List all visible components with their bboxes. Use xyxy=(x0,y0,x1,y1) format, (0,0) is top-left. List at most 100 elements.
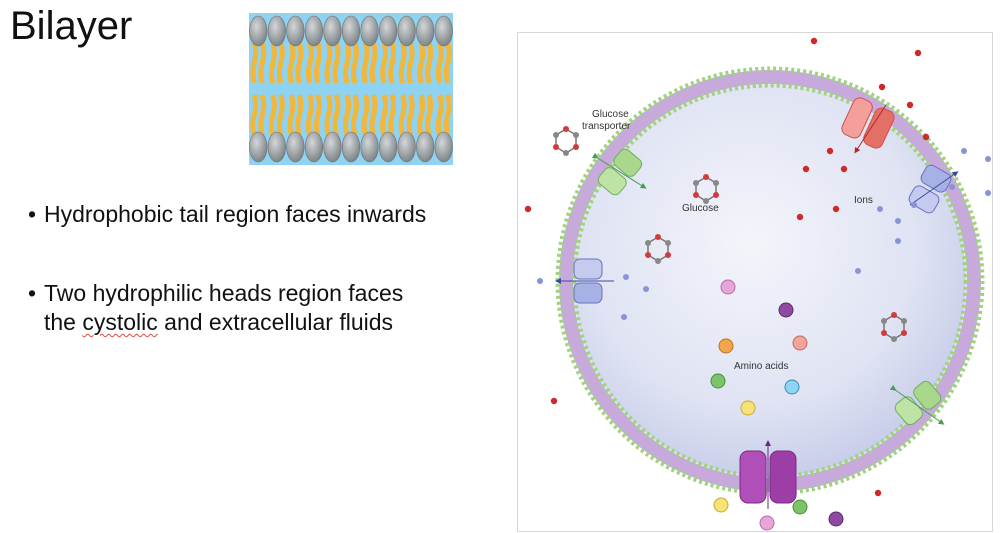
hydrophilic-heads xyxy=(249,15,453,163)
lipid-head xyxy=(304,131,323,163)
bullet-list: Hydrophobic tail region faces inwards Tw… xyxy=(28,200,508,337)
lipid-tail xyxy=(406,42,415,84)
misspelled-word: cystolic xyxy=(82,309,158,335)
bullet-text-line2-start: the xyxy=(44,309,83,335)
cell-svg: Glucose transporter Glucose Ions Amino a… xyxy=(524,37,991,531)
lipid-head xyxy=(304,15,323,47)
ions xyxy=(524,37,991,497)
ion xyxy=(949,184,955,190)
lipid-tail xyxy=(287,94,296,136)
ion xyxy=(877,206,883,212)
ion xyxy=(621,314,627,320)
label-glucose: Glucose xyxy=(682,203,719,214)
ion xyxy=(796,213,804,221)
transport-arrow xyxy=(909,171,959,206)
glucose-atom xyxy=(655,258,661,264)
lipid-tail xyxy=(324,94,333,136)
glucose-atom xyxy=(891,312,897,318)
ion xyxy=(874,489,882,497)
bullet-text-line2-end: and extracellular fluids xyxy=(157,309,394,335)
lipid-head xyxy=(286,15,305,47)
label-ions: Ions xyxy=(854,195,873,206)
glucose-atom xyxy=(703,198,709,204)
ion xyxy=(985,156,991,162)
amino-acid xyxy=(759,515,775,531)
bilayer-svg xyxy=(249,13,453,165)
lipid-tail xyxy=(398,94,407,136)
lipid-tail xyxy=(287,42,296,84)
ion xyxy=(643,286,649,292)
ion xyxy=(906,101,914,109)
lipid-tail xyxy=(388,42,397,84)
label-glucose-transporter-2: transporter xyxy=(582,121,631,132)
amino-acid xyxy=(792,499,808,515)
glucose-molecules xyxy=(553,126,907,342)
ion xyxy=(922,133,930,141)
ion xyxy=(840,165,848,173)
lipid-head xyxy=(267,15,286,47)
glucose-molecule xyxy=(881,312,907,342)
ion xyxy=(550,397,558,405)
glucose-atom xyxy=(901,318,907,324)
glucose-atom xyxy=(645,252,651,258)
amino-acid-molecules xyxy=(710,279,844,531)
lipid-head xyxy=(416,131,435,163)
amino-acid-transporter xyxy=(739,450,797,504)
glucose-atom xyxy=(881,318,887,324)
lipid-head xyxy=(397,131,416,163)
bullet-text: Hydrophobic tail region faces inwards xyxy=(44,201,427,227)
glucose-atom xyxy=(881,330,887,336)
glucose-atom xyxy=(713,180,719,186)
lipid-tail xyxy=(258,94,267,136)
lipid-tail xyxy=(361,94,370,136)
glucose-atom xyxy=(891,336,897,342)
ion xyxy=(623,274,629,280)
lipid-tail xyxy=(276,42,285,84)
glucose-atom xyxy=(553,144,559,150)
transport-arrow xyxy=(889,384,945,425)
lipid-tail xyxy=(351,42,359,84)
lipid-tail xyxy=(425,42,434,84)
ion xyxy=(832,205,840,213)
ion xyxy=(826,147,834,155)
amino-acid xyxy=(710,373,726,389)
lipid-tail xyxy=(388,94,397,136)
ion xyxy=(878,83,886,91)
lipid-head xyxy=(379,15,398,47)
lipid-tail xyxy=(250,94,259,136)
ion xyxy=(855,268,861,274)
glucose-atom xyxy=(655,234,661,240)
glucose-atom xyxy=(713,192,719,198)
lipid-head xyxy=(360,131,379,163)
lipid-tail xyxy=(380,94,389,136)
lipid-tail xyxy=(268,42,277,84)
lipid-head xyxy=(249,131,268,163)
lipid-tail xyxy=(324,42,333,84)
glucose-atom xyxy=(901,330,907,336)
lipid-tail xyxy=(268,94,277,136)
ion xyxy=(810,37,818,45)
amino-acid xyxy=(718,338,734,354)
lipid-tail xyxy=(332,94,341,136)
amino-acid xyxy=(713,497,729,513)
lipid-head xyxy=(323,15,342,47)
amino-acid xyxy=(792,335,808,351)
lipid-tail xyxy=(343,42,351,84)
ion xyxy=(911,202,917,208)
lipid-tail xyxy=(332,42,341,84)
ion xyxy=(961,148,967,154)
lipid-tail xyxy=(417,94,426,136)
ion xyxy=(895,218,901,224)
glucose-atom xyxy=(573,144,579,150)
ion-channel-red xyxy=(841,97,895,149)
glucose-atom xyxy=(665,252,671,258)
lipid-tail xyxy=(313,94,322,136)
glucose-atom xyxy=(563,126,569,132)
glucose-atom xyxy=(703,174,709,180)
ion xyxy=(524,205,532,213)
lipid-head xyxy=(249,15,268,47)
lipid-tail xyxy=(425,94,434,136)
lipid-head xyxy=(379,131,398,163)
lipid-tail xyxy=(351,94,359,136)
lipid-tail xyxy=(417,42,426,84)
